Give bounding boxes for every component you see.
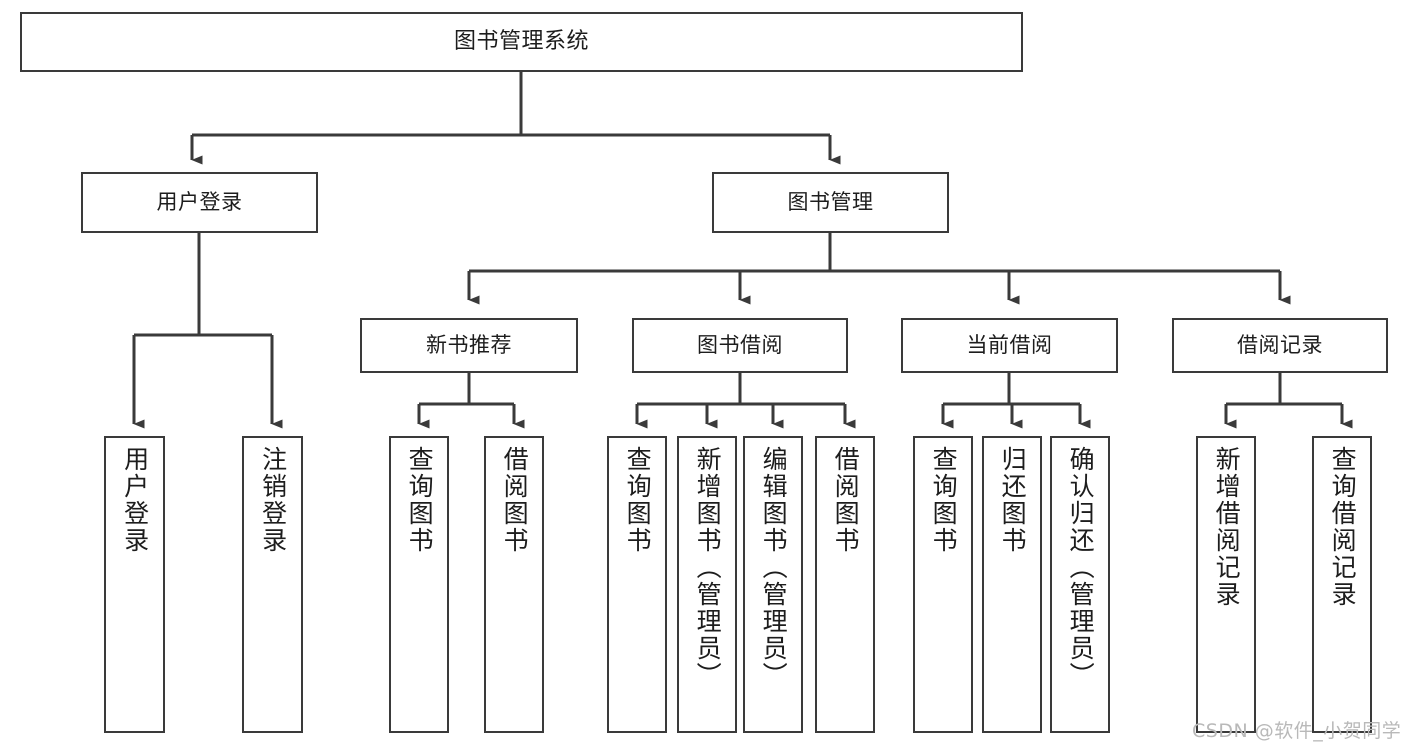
node-label: 新书推荐	[426, 333, 512, 358]
node-label: 确认归还（管理员）	[1066, 446, 1096, 689]
leaf-book-borrow-edit-book-admin[interactable]: 编辑图书（管理员）	[743, 436, 803, 733]
leaf-user-login-login[interactable]: 用户登录	[104, 436, 165, 733]
node-label: 注销登录	[258, 446, 288, 554]
node-user-login[interactable]: 用户登录	[81, 172, 318, 233]
leaf-new-book-borrow-book[interactable]: 借阅图书	[484, 436, 544, 733]
node-label: 用户登录	[120, 446, 150, 554]
leaf-current-borrow-return-book[interactable]: 归还图书	[982, 436, 1042, 733]
node-label: 查询图书	[929, 446, 959, 554]
node-label: 新增借阅记录	[1212, 446, 1242, 608]
node-book-management[interactable]: 图书管理	[712, 172, 949, 233]
node-label: 查询借阅记录	[1328, 446, 1358, 608]
node-label: 图书管理系统	[453, 29, 589, 55]
node-new-book-recommend[interactable]: 新书推荐	[360, 318, 578, 373]
node-label: 图书借阅	[697, 333, 783, 358]
node-label: 借阅图书	[831, 446, 861, 554]
leaf-borrow-record-query-record[interactable]: 查询借阅记录	[1312, 436, 1372, 733]
leaf-borrow-record-add-record[interactable]: 新增借阅记录	[1196, 436, 1256, 733]
node-label: 借阅记录	[1237, 333, 1323, 358]
node-label: 归还图书	[998, 446, 1028, 554]
node-label: 查询图书	[405, 446, 435, 554]
node-label: 新增图书（管理员）	[693, 446, 723, 689]
leaf-book-borrow-add-book-admin[interactable]: 新增图书（管理员）	[677, 436, 737, 733]
node-label: 编辑图书（管理员）	[759, 446, 789, 689]
node-current-borrow[interactable]: 当前借阅	[901, 318, 1118, 373]
node-label: 用户登录	[156, 190, 243, 215]
leaf-new-book-query-book[interactable]: 查询图书	[389, 436, 449, 733]
node-root-book-management-system[interactable]: 图书管理系统	[20, 12, 1023, 72]
node-label: 当前借阅	[966, 333, 1053, 358]
csdn-watermark: CSDN @软件_小贺同学	[1192, 720, 1402, 742]
node-label: 借阅图书	[500, 446, 530, 554]
node-label: 图书管理	[787, 190, 874, 215]
leaf-user-login-logout[interactable]: 注销登录	[242, 436, 303, 733]
leaf-book-borrow-borrow-book[interactable]: 借阅图书	[815, 436, 875, 733]
leaf-current-borrow-query-book[interactable]: 查询图书	[913, 436, 973, 733]
node-book-borrow[interactable]: 图书借阅	[632, 318, 848, 373]
node-borrow-record[interactable]: 借阅记录	[1172, 318, 1388, 373]
leaf-current-borrow-confirm-return-admin[interactable]: 确认归还（管理员）	[1050, 436, 1110, 733]
leaf-book-borrow-query-book[interactable]: 查询图书	[607, 436, 667, 733]
node-label: 查询图书	[623, 446, 653, 554]
